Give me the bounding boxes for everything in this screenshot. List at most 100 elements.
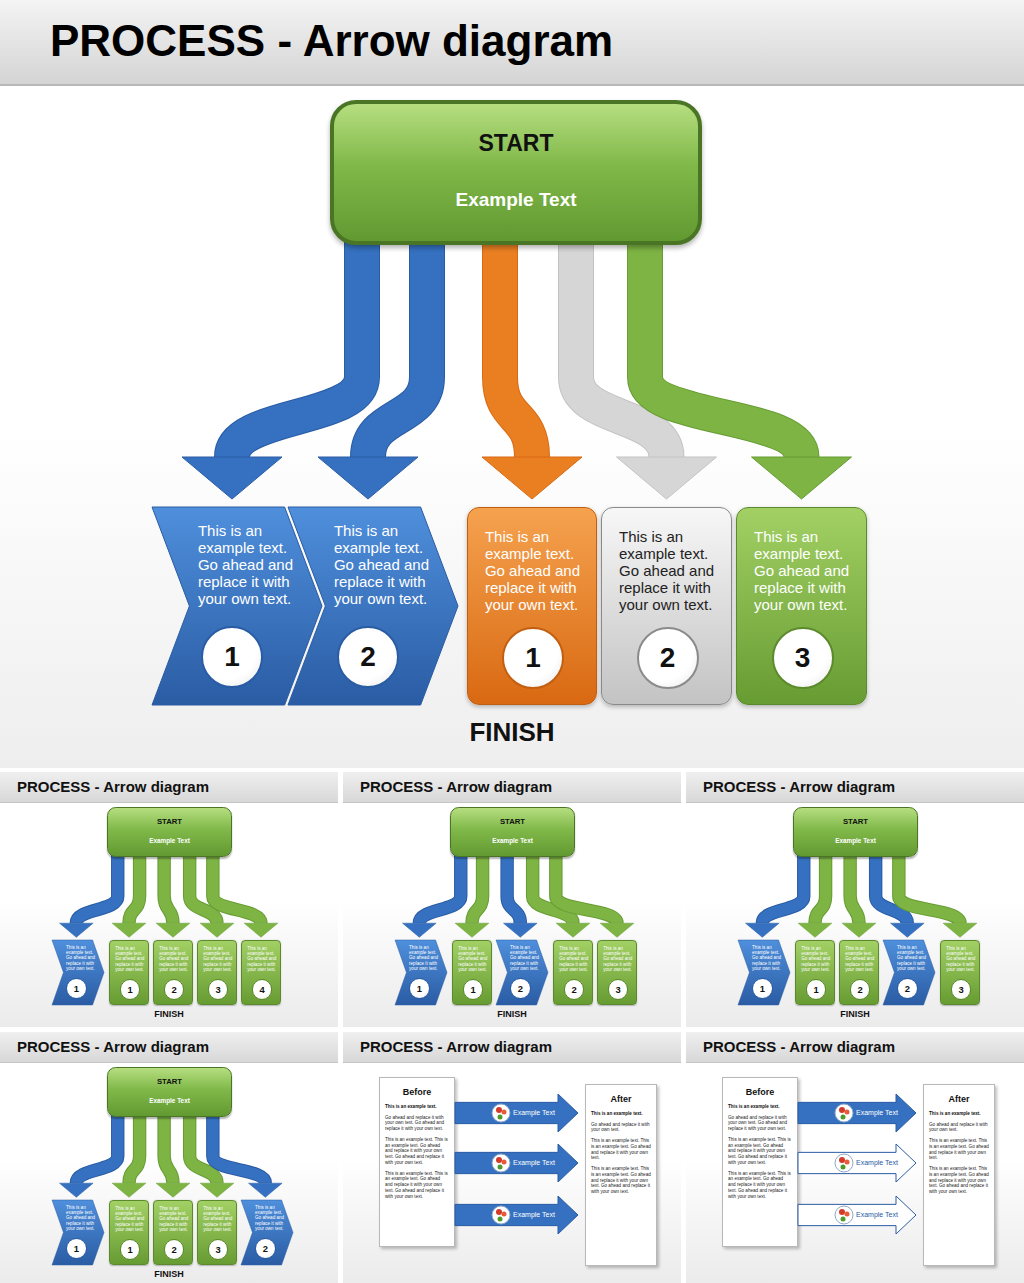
- node-text: 3: [952, 980, 971, 999]
- icon-petal: [502, 1160, 507, 1165]
- icon-petal: [496, 1209, 502, 1215]
- step-card: This is an example text. Go ahead and re…: [153, 1200, 193, 1265]
- arrow-head: [60, 923, 94, 937]
- node-text: After: [929, 1094, 989, 1104]
- step-number: 3: [208, 979, 229, 1000]
- step-card: This is an example text. Go ahead and re…: [795, 940, 835, 1005]
- flow-strip-edge: [164, 855, 173, 923]
- node-text: This is an example text. Go ahead and re…: [66, 945, 97, 971]
- panel-header: PROCESS - Arrow diagram: [0, 1032, 338, 1063]
- node-text: This is an example text. Go ahead and re…: [115, 946, 147, 972]
- node-text: Example Text: [513, 1210, 555, 1219]
- flower-icon: [492, 1154, 510, 1172]
- arrow-band: [798, 1144, 916, 1182]
- icon-disc: [492, 1206, 510, 1224]
- thumbnail-panel: PROCESS - Arrow diagramBeforeThis is an …: [343, 1032, 681, 1283]
- icon-leaf: [841, 1115, 846, 1120]
- arrow-head: [482, 457, 582, 499]
- arrow-head: [752, 457, 852, 499]
- node-text: Example Text: [856, 1158, 898, 1167]
- arrow-head: [943, 923, 977, 937]
- icon-petal: [839, 1157, 845, 1163]
- node-text: This is an example text. Go ahead and re…: [801, 946, 833, 972]
- finish-label: FINISH: [497, 1009, 527, 1019]
- flow-strip: [213, 855, 261, 923]
- step-number: 2: [510, 978, 531, 999]
- flow-strip: [419, 855, 460, 923]
- node-text: Example Text: [794, 837, 917, 845]
- node-text: This is an example text. Go ahead and re…: [159, 946, 191, 972]
- node-text: This is an example text. Go ahead and re…: [159, 1206, 191, 1232]
- flow-arrow: [645, 239, 852, 499]
- flow-arrow: [213, 1115, 282, 1197]
- flow-strip: [368, 239, 427, 457]
- arrow-head: [617, 457, 717, 499]
- icon-petal: [502, 1110, 507, 1115]
- step-number: 3: [608, 979, 629, 1000]
- node-text: 2: [165, 1240, 184, 1259]
- icon-petal: [845, 1160, 850, 1165]
- flow-arrow: [455, 855, 489, 937]
- step-number: 2: [897, 978, 918, 999]
- flow-arrow: [798, 855, 832, 937]
- flower-icon: [835, 1154, 853, 1172]
- node-text: After: [591, 1094, 651, 1104]
- icon-petal: [496, 1107, 502, 1113]
- chevron-step: This is an example text. Go ahead and re…: [288, 507, 458, 705]
- arrow-band: [455, 1144, 578, 1182]
- node-text: 1: [121, 980, 140, 999]
- flow-strip-edge: [213, 855, 261, 923]
- icon-petal: [502, 1212, 507, 1217]
- node-text: This is an example text. Go ahead and re…: [752, 945, 783, 971]
- panel-header: PROCESS - Arrow diagram: [343, 772, 681, 803]
- start-box: STARTExample Text: [330, 100, 702, 245]
- arrow-head: [182, 457, 282, 499]
- arrow-band: Example Text: [798, 1196, 916, 1234]
- flow-strip-edge: [368, 239, 427, 457]
- step-card: This is an example text. Go ahead and re…: [940, 940, 980, 1005]
- node-text: This is an example text. Go ahead and re…: [754, 529, 859, 614]
- flow-strip-edge: [556, 855, 617, 923]
- node-text: This is an example text. Go ahead and re…: [255, 1205, 286, 1231]
- arrow-band: Example Text: [798, 1144, 916, 1182]
- node-text: 2: [639, 629, 697, 686]
- step-card: This is an example text. Go ahead and re…: [197, 1200, 237, 1265]
- node-text: This is an example text. Go ahead and re…: [203, 946, 235, 972]
- node-text: Example Text: [856, 1210, 898, 1219]
- step-card: This is an example text. Go ahead and re…: [109, 1200, 149, 1265]
- chevron-step: This is an example text. Go ahead and re…: [883, 940, 935, 1005]
- node-text: 2: [851, 980, 870, 999]
- node-text: 1: [807, 980, 826, 999]
- node-text: Example Text: [334, 189, 698, 212]
- step-card: This is an example text. Go ahead and re…: [153, 940, 193, 1005]
- step-number: 1: [502, 627, 564, 689]
- text-card: BeforeThis is an example text.Go ahead a…: [722, 1077, 798, 1247]
- icon-leaf: [841, 1165, 846, 1170]
- chevron-outline: [241, 1200, 293, 1265]
- node-text: This is an example text.: [385, 1104, 449, 1110]
- icon-disc: [492, 1154, 510, 1172]
- step-card: This is an example text. Go ahead and re…: [597, 940, 637, 1005]
- icon-petal: [845, 1212, 850, 1217]
- flow-arrow: [556, 855, 634, 937]
- step-number: 1: [120, 1239, 141, 1260]
- arrow-head: [200, 923, 234, 937]
- text-card: AfterThis is an example text.Go ahead an…: [585, 1084, 657, 1266]
- flow-strip-edge: [76, 855, 117, 923]
- finish-label: FINISH: [154, 1009, 184, 1019]
- step-number: 2: [637, 627, 699, 689]
- step-number: 2: [255, 1238, 276, 1259]
- finish-label: FINISH: [840, 1009, 870, 1019]
- node-text: Go ahead and replace it with your own te…: [385, 1115, 449, 1132]
- step-card: This is an example text. Go ahead and re…: [601, 507, 732, 705]
- arrow-head: [112, 1183, 146, 1197]
- start-box: STARTExample Text: [793, 807, 918, 857]
- finish-label: FINISH: [154, 1269, 184, 1279]
- node-text: This is an example text. Go ahead and re…: [458, 946, 490, 972]
- step-number: 2: [337, 626, 399, 688]
- icon-petal: [839, 1209, 845, 1215]
- flow-arrow: [60, 1115, 118, 1197]
- arrow-head: [403, 923, 437, 937]
- flow-strip: [500, 239, 532, 457]
- flow-strip-edge: [76, 1115, 117, 1183]
